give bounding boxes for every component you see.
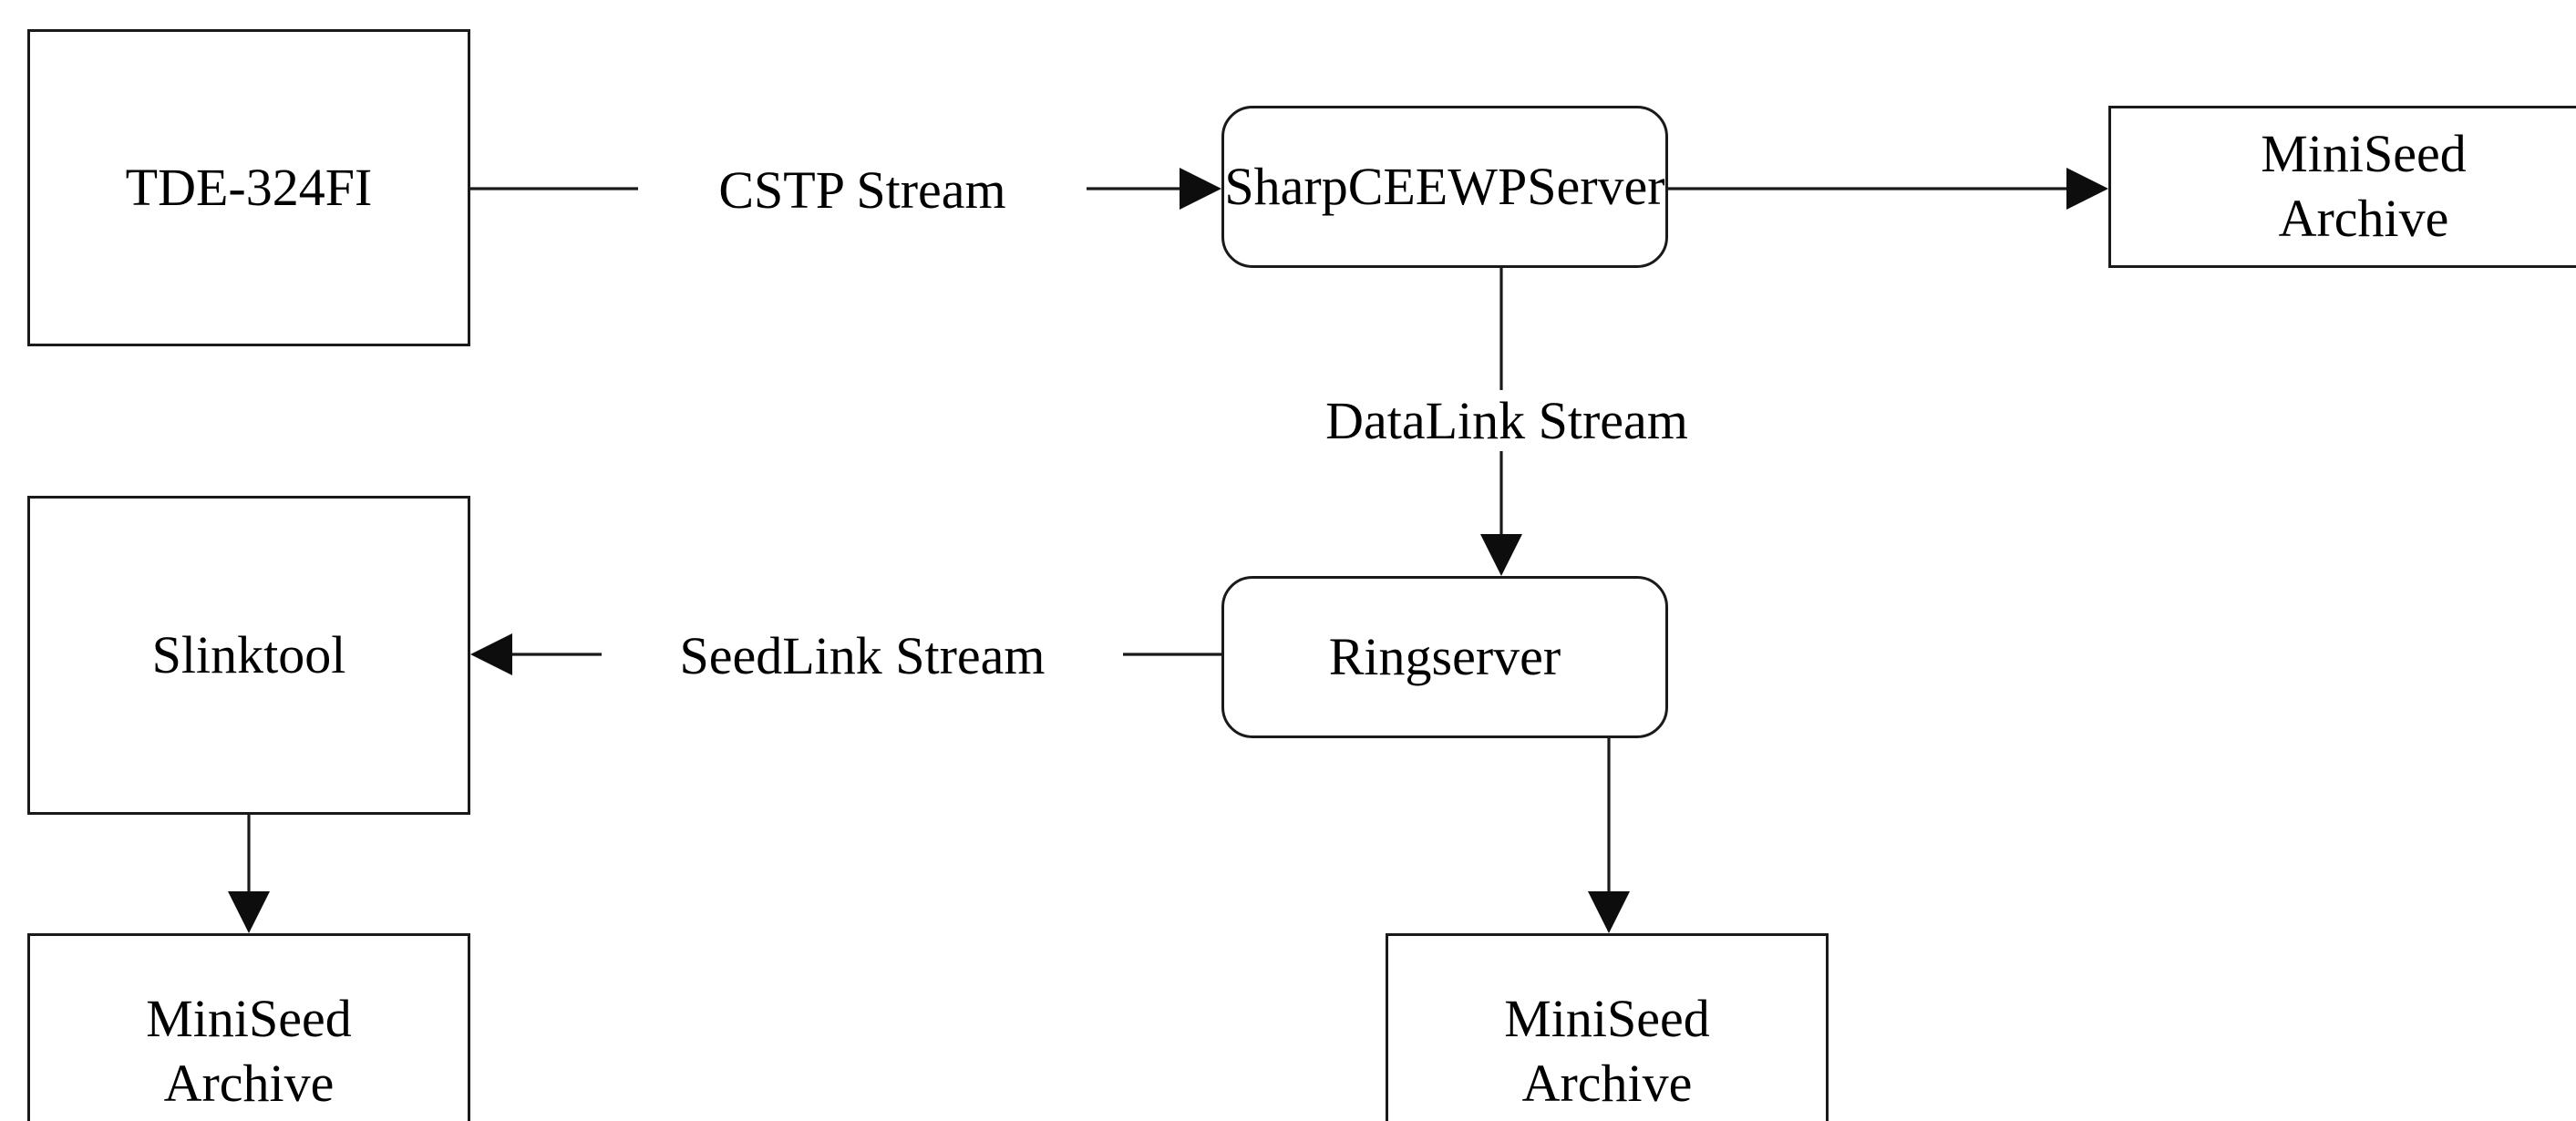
node-label: TDE-324FI (125, 157, 373, 217)
node-miniseed-archive-bottom-center[interactable]: MiniSeed Archive (1386, 933, 1829, 1121)
node-label: MiniSeed Archive (2261, 124, 2467, 248)
node-ringserver[interactable]: Ringserver (1221, 576, 1668, 738)
edge-sharpceewpserver-to-archive (1668, 168, 2108, 210)
node-sharpceewpserver[interactable]: SharpCEEWPServer (1221, 106, 1668, 268)
node-label: MiniSeed Archive (146, 989, 352, 1113)
edge-label-seedlink-stream: SeedLink Stream (602, 625, 1123, 686)
edge-slinktool-to-archive (228, 815, 270, 933)
node-label: Slinktool (151, 624, 346, 684)
node-label: MiniSeed Archive (1504, 989, 1710, 1113)
edge-ringserver-to-archive (1588, 738, 1630, 933)
node-miniseed-archive-bottom-left[interactable]: MiniSeed Archive (27, 933, 470, 1121)
edge-label-datalink-stream: DataLink Stream (1255, 390, 1758, 451)
edge-label-cstp-stream: CSTP Stream (638, 159, 1087, 221)
node-label: Ringserver (1328, 626, 1561, 686)
node-label: SharpCEEWPServer (1224, 156, 1665, 216)
node-miniseed-archive-top-right[interactable]: MiniSeed Archive (2108, 106, 2576, 268)
node-tde-324fi[interactable]: TDE-324FI (27, 29, 470, 346)
node-slinktool[interactable]: Slinktool (27, 496, 470, 815)
